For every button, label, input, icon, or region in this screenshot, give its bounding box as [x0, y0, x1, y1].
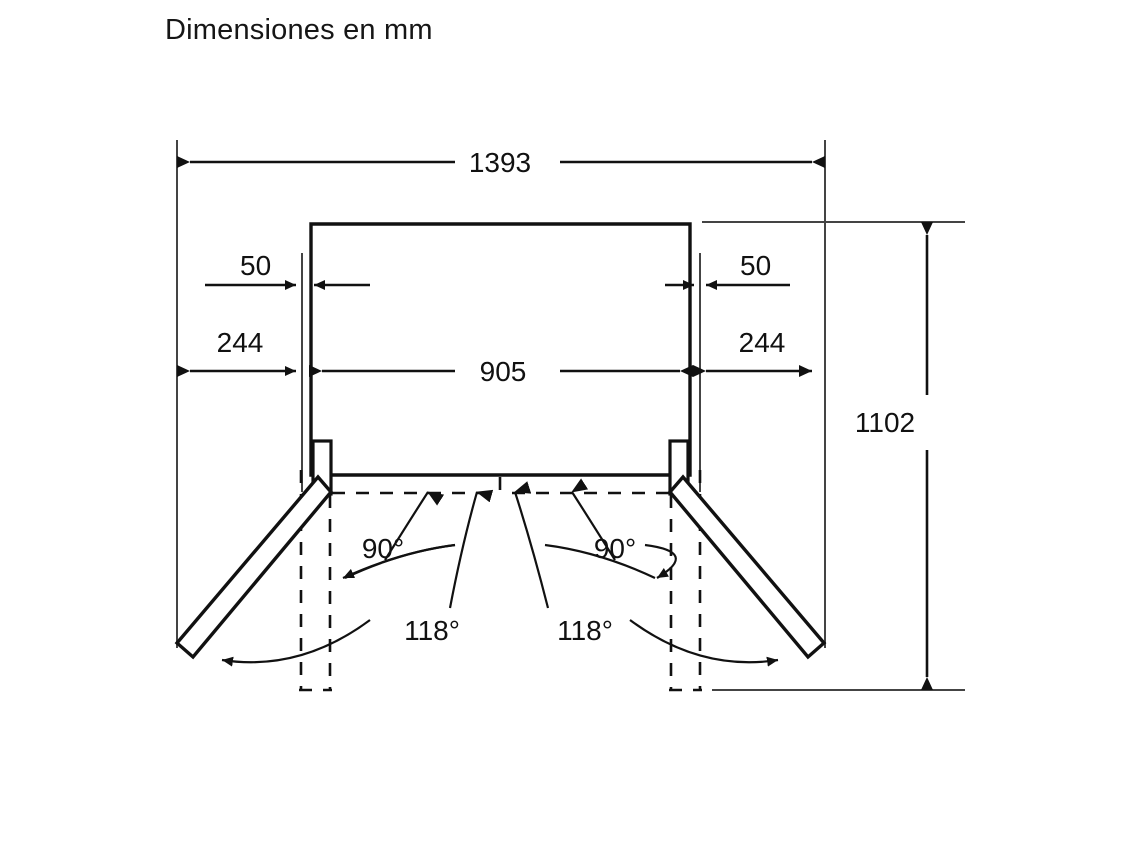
door-panel-right	[667, 474, 827, 660]
angle-label-left-118: 118°	[404, 615, 460, 646]
leader-right-90-up	[571, 478, 616, 561]
angle-label-right-90: 90°	[594, 533, 636, 564]
angle-labels: 90° 90° 118° 118°	[362, 533, 636, 646]
door-panels	[174, 474, 827, 660]
arc-left-118	[221, 619, 371, 667]
dim-label-905: 905	[480, 356, 527, 387]
dim-label-1393: 1393	[469, 147, 531, 178]
dim-label-1102: 1102	[855, 407, 915, 438]
dimension-door-projections: 244 244	[177, 327, 812, 377]
arc-right-90	[544, 543, 656, 579]
angle-leaders-118	[221, 481, 779, 667]
dim-label-left-50: 50	[240, 250, 271, 281]
angle-label-right-118: 118°	[557, 615, 613, 646]
angle-label-left-90: 90°	[362, 533, 404, 564]
dimension-overall-width: 1393	[177, 147, 825, 178]
door-panel-left	[174, 474, 334, 660]
leader-right-90-swing	[644, 543, 677, 579]
arc-right-118	[629, 619, 779, 667]
cabinet-outline	[309, 222, 692, 477]
dim-label-right-50: 50	[740, 250, 771, 281]
leader-right-118-up	[513, 481, 550, 609]
page-title: Dimensiones en mm	[165, 14, 433, 46]
swing-arcs	[344, 543, 656, 579]
door-swing-guides	[299, 470, 702, 692]
leader-left-90-up	[384, 491, 445, 561]
dim-label-left-244: 244	[217, 327, 264, 358]
dimension-overall-depth: 1102	[855, 222, 933, 690]
arc-left-90	[344, 543, 456, 579]
witness-lines	[176, 140, 965, 691]
dim-label-right-244: 244	[739, 327, 786, 358]
cabinet-body	[309, 222, 692, 477]
dimension-cabinet-width: 905	[309, 356, 693, 387]
dimension-door-offsets: 50 50	[205, 250, 790, 290]
leader-left-118-up	[448, 489, 494, 609]
